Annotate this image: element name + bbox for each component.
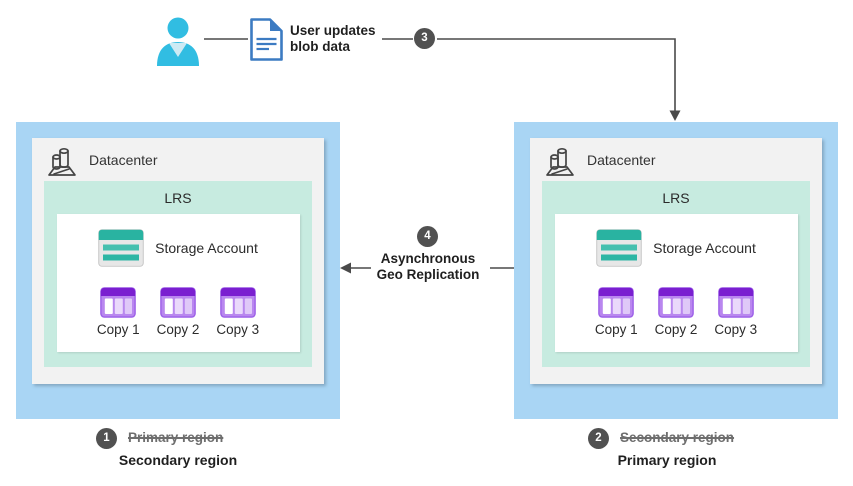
lrs-label: LRS — [164, 190, 192, 206]
replication-label: Asynchronous Geo Replication — [353, 251, 503, 283]
copy-label: Copy 1 — [96, 322, 140, 337]
step-1-badge: 1 — [96, 428, 117, 449]
storage-panel: Storage Account — [554, 214, 798, 352]
copy-table-icon — [100, 287, 137, 318]
connector-step3-to-primary — [437, 38, 676, 112]
blob-document-icon — [249, 18, 284, 61]
arrowhead-down-icon — [669, 110, 681, 121]
lrs-label: LRS — [662, 190, 690, 206]
current-role-label: Primary region — [617, 452, 717, 468]
storage-account-label: Storage Account — [653, 240, 756, 256]
copy-table-icon — [717, 287, 754, 318]
storage-account-icon — [596, 229, 642, 267]
storage-panel: Storage Account — [56, 214, 300, 352]
secondary-region-box: Datacenter LRS Storage — [16, 122, 340, 419]
copy-label: Copy 1 — [594, 322, 638, 337]
previous-role-label: Secondary region — [620, 430, 735, 445]
copy-label: Copy 3 — [216, 322, 260, 337]
copies-row: Copy 1 — [97, 287, 259, 337]
lrs-panel: LRS Storage Account — [44, 181, 312, 367]
copy-label: Copy 2 — [654, 322, 698, 337]
step-4-badge: 4 — [417, 226, 438, 247]
arrowhead-left-icon — [340, 262, 351, 274]
copy-table-icon — [160, 287, 196, 318]
datacenter-header: Datacenter — [530, 138, 822, 181]
datacenter-header: Datacenter — [32, 138, 324, 181]
datacenter-label: Datacenter — [89, 151, 158, 168]
step-3-badge: 3 — [414, 28, 435, 49]
copy-item: Copy 2 — [156, 287, 200, 337]
copy-table-icon — [598, 287, 635, 318]
replication-label-line1: Asynchronous — [380, 251, 476, 266]
copy-item: Copy 3 — [216, 287, 259, 337]
copy-item: Copy 1 — [595, 287, 638, 337]
step-2-badge: 2 — [588, 428, 609, 449]
user-updates-label-line1: User updates — [290, 23, 376, 38]
storage-account-icon — [98, 229, 144, 267]
copy-item: Copy 1 — [97, 287, 140, 337]
primary-region-box: Datacenter LRS Storage — [514, 122, 838, 419]
datacenter-icon — [544, 144, 576, 178]
storage-account-row: Storage Account — [98, 229, 258, 267]
copy-label: Copy 3 — [714, 322, 758, 337]
datacenter-label: Datacenter — [587, 151, 656, 168]
datacenter-panel: Datacenter LRS Storage — [32, 138, 324, 384]
copy-table-icon — [658, 287, 694, 318]
user-updates-label: User updates blob data — [290, 23, 376, 55]
copy-label: Copy 2 — [156, 322, 200, 337]
replication-label-line2: Geo Replication — [376, 267, 480, 282]
datacenter-icon — [46, 144, 78, 178]
copy-table-icon — [219, 287, 256, 318]
copy-item: Copy 3 — [714, 287, 757, 337]
user-updates-label-line2: blob data — [290, 39, 350, 54]
copy-item: Copy 2 — [654, 287, 698, 337]
datacenter-panel: Datacenter LRS Storage — [530, 138, 822, 384]
copies-row: Copy 1 — [595, 287, 757, 337]
user-person-icon — [152, 16, 204, 68]
lrs-panel: LRS Storage Account — [542, 181, 810, 367]
current-role-label: Secondary region — [118, 452, 238, 468]
previous-role-label: Primary region — [128, 430, 224, 445]
storage-account-row: Storage Account — [596, 229, 756, 267]
storage-account-label: Storage Account — [155, 240, 258, 256]
